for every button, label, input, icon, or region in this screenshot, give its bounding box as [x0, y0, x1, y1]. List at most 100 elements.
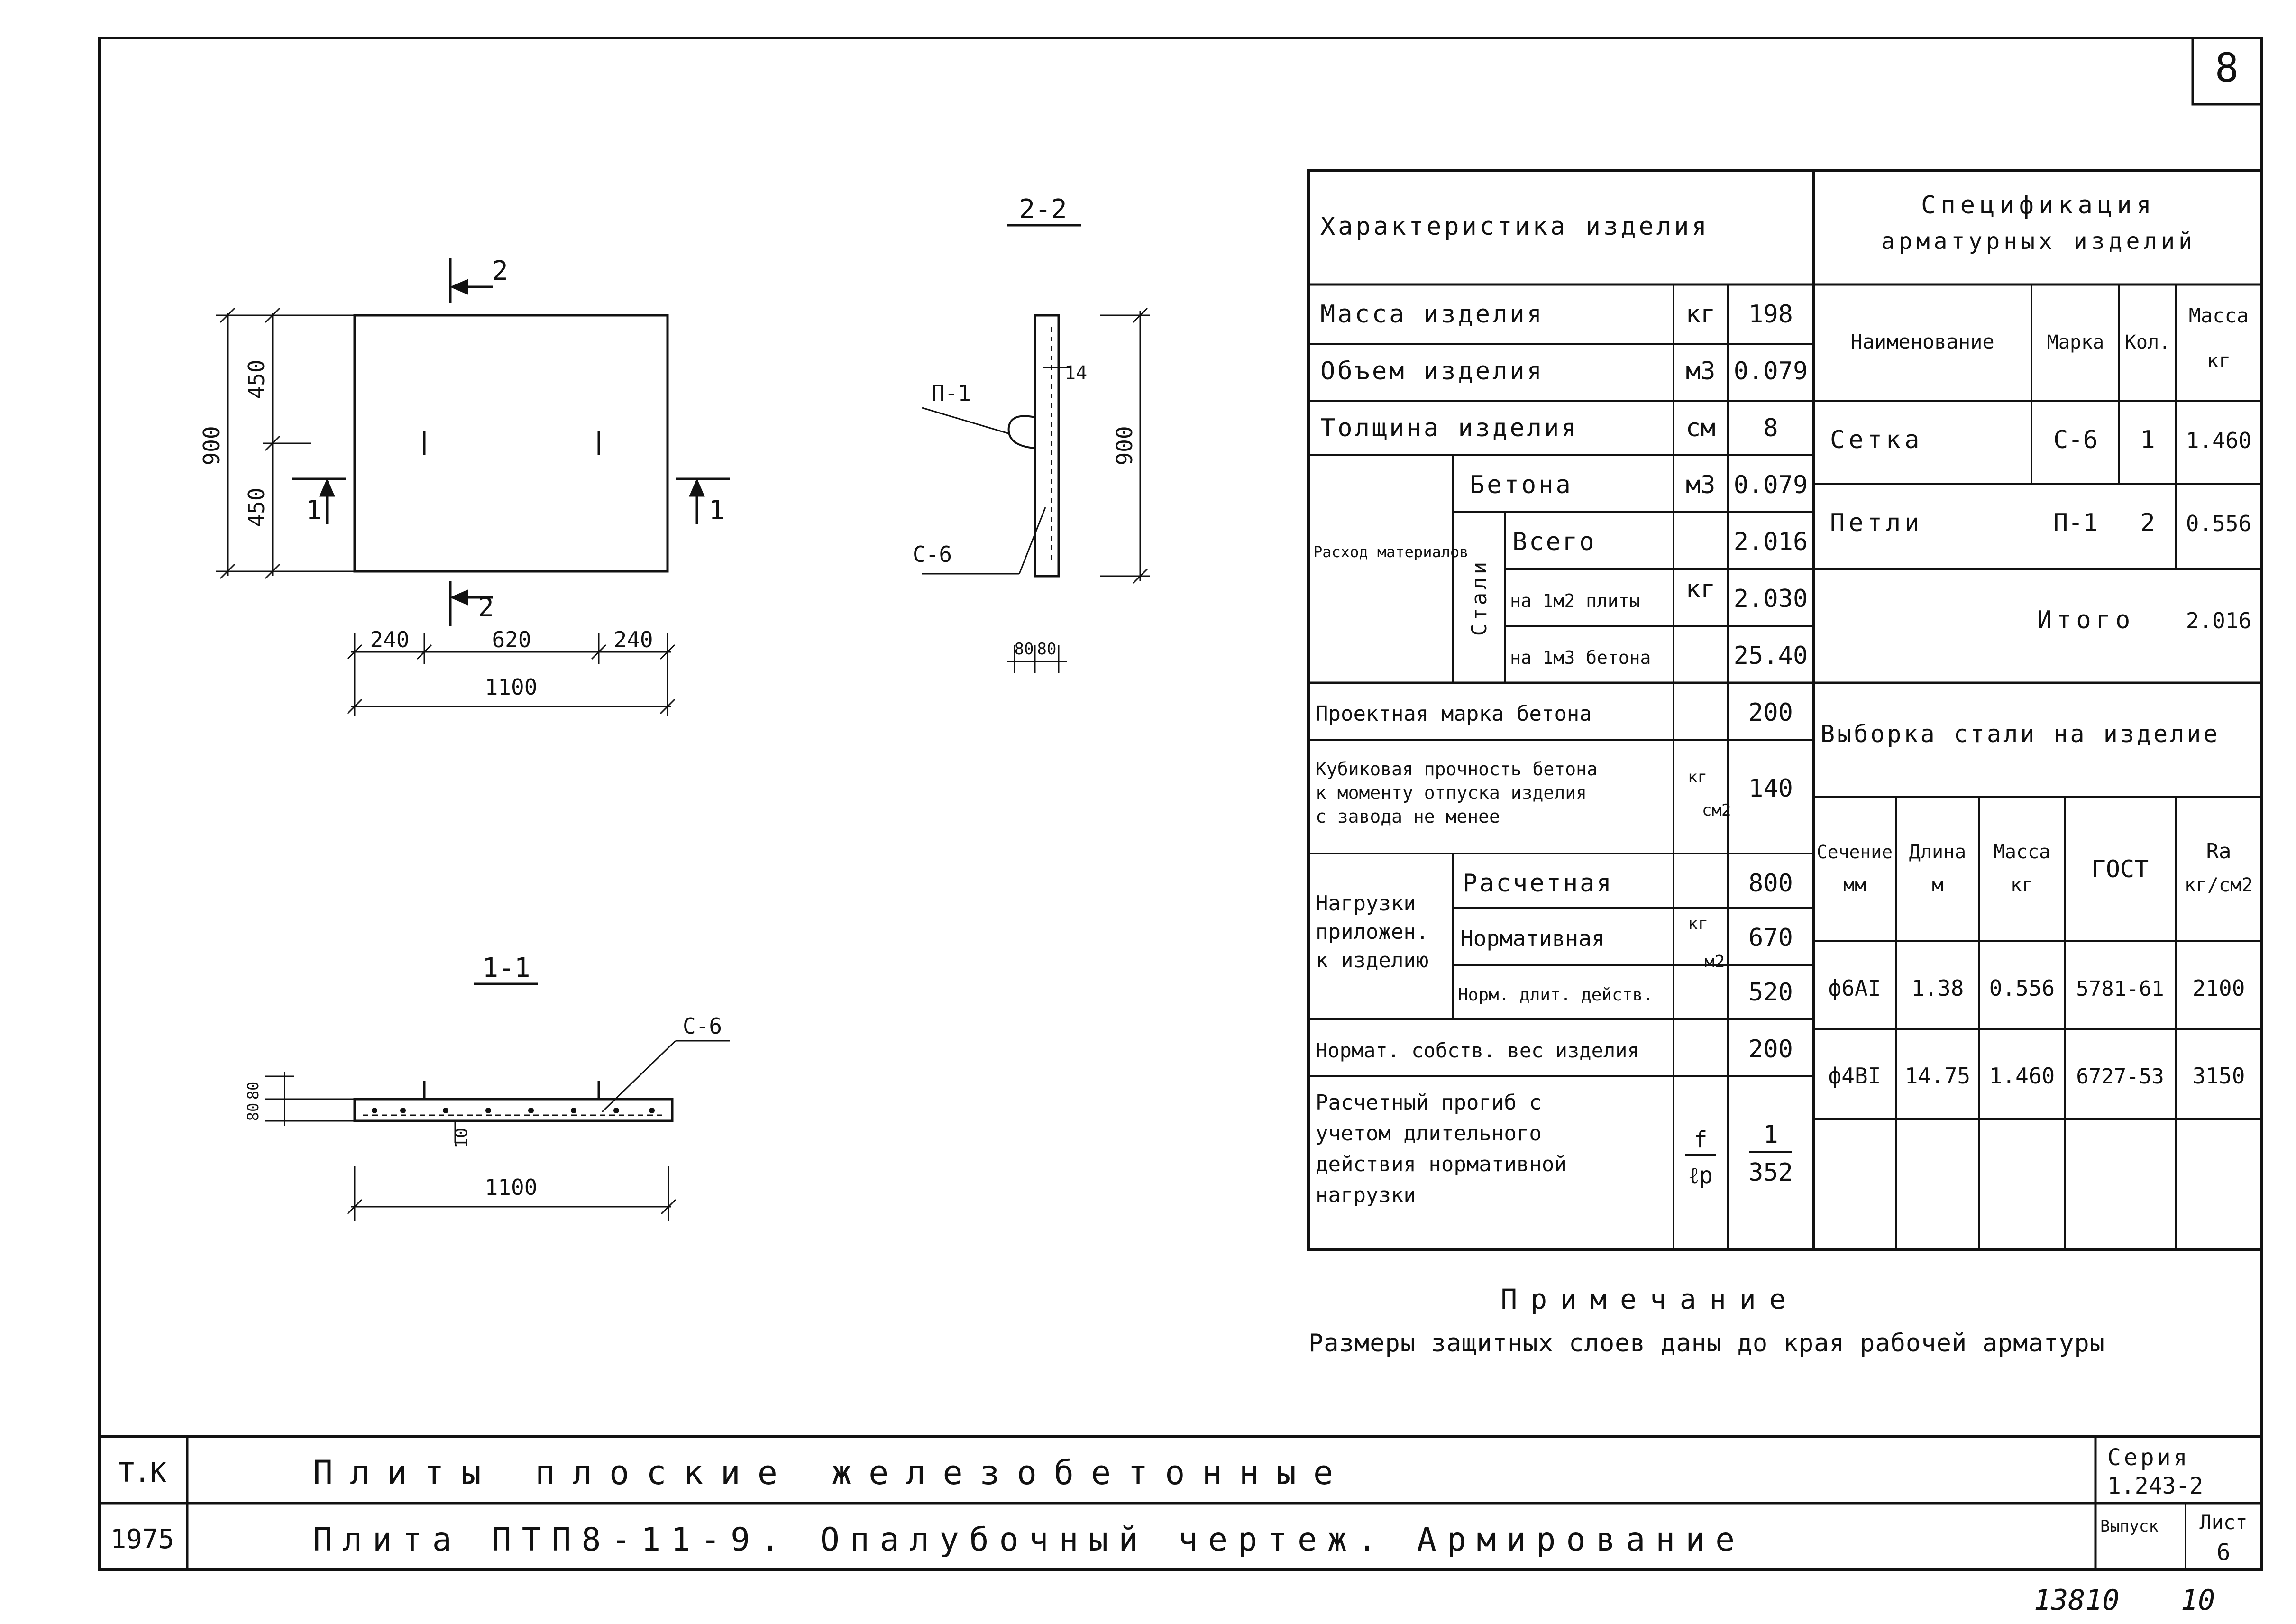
dim-lower-half: 450: [244, 487, 269, 527]
section-1-1: [265, 982, 730, 1221]
sheet-label: Лист: [2199, 1511, 2247, 1534]
steel-row1-mass: 0.556: [1989, 975, 2055, 1001]
note-title: Примечание: [1500, 1283, 1799, 1315]
series-value: 1.243-2: [2107, 1473, 2203, 1499]
dim-14: 14: [1064, 362, 1087, 384]
slab-outline: [353, 314, 669, 573]
cube-strength-unit-top: кг: [1688, 768, 1707, 787]
spec-row1-mark: С-6: [2053, 426, 2098, 454]
section-mark-right: 1: [709, 495, 725, 526]
cube-strength-unit-bottom: см2: [1702, 801, 1731, 820]
steel-per-m3-label: на 1м3 бетона: [1510, 647, 1651, 668]
section-1-1-title: 1-1: [482, 953, 530, 983]
mass-unit: кг: [1686, 300, 1716, 329]
deflection-unit-bottom: ℓр: [1688, 1162, 1713, 1189]
spec-row1-qty: 1: [2140, 426, 2155, 454]
spec-total-label: Итого: [2037, 606, 2135, 634]
volume-value: 0.079: [1734, 357, 1808, 385]
normative-load-label: Нормативная: [1460, 926, 1605, 951]
issue-label: Выпуск: [2100, 1517, 2159, 1536]
loads-unit-bottom: м2: [1704, 952, 1725, 972]
col-mass-unit: кг: [2207, 349, 2231, 372]
mesh-label: С-6: [913, 541, 952, 567]
steel-row2-gost: 6727-53: [2076, 1064, 2164, 1089]
steel-col1-line2: мм: [1843, 874, 1866, 896]
slab-edge: [1034, 314, 1060, 578]
col-name: Наименование: [1850, 330, 1994, 353]
spec-row2-mass: 0.556: [2186, 511, 2251, 536]
steel-row2-length: 14.75: [1905, 1063, 1970, 1089]
steel-per-m2-label: на 1м2 плиты: [1510, 590, 1640, 611]
dim-total-height: 900: [199, 426, 224, 465]
dim-left: 240: [370, 627, 409, 652]
deflection-line1: Расчетный прогиб с: [1316, 1091, 1542, 1115]
self-weight-value: 200: [1748, 1035, 1793, 1064]
section-2-2: [922, 224, 1150, 673]
steel-col3-line1: Масса: [1994, 841, 2050, 863]
slab-side: [353, 1098, 674, 1122]
loads-line2: приложен.: [1316, 920, 1428, 944]
section-1-1-labels: 1-1 С-6 80 80 10 1100: [244, 953, 722, 1200]
specification-text: Спецификация арматурных изделий Наименов…: [1817, 191, 2253, 1089]
spec-total-value: 2.016: [2186, 608, 2251, 633]
self-weight-label: Нормат. собств. вес изделия: [1316, 1039, 1639, 1062]
mass-label: Масса изделия: [1320, 300, 1544, 329]
title-block-text: Т.К 1975 Плиты плоские железобетонные Пл…: [110, 1444, 2248, 1566]
steel-row1-gost: 5781-61: [2076, 977, 2164, 1001]
deflection-value-top: 1: [1763, 1120, 1778, 1149]
spec-row1-name: Сетка: [1830, 426, 1923, 454]
dim-width-1-1: 1100: [485, 1174, 538, 1200]
spec-header-line1: Спецификация: [1921, 191, 2156, 220]
cube-strength-value: 140: [1748, 774, 1793, 803]
steel-selection-header: Выборка стали на изделие: [1820, 720, 2220, 748]
sheet-value: 6: [2217, 1539, 2231, 1566]
long-term-load-value: 520: [1748, 978, 1793, 1007]
steel-per-m3-value: 25.40: [1734, 642, 1808, 670]
col-mark: Марка: [2047, 331, 2104, 353]
concrete-grade-label: Проектная марка бетона: [1316, 702, 1592, 726]
volume-unit: м3: [1686, 357, 1716, 385]
concrete-grade-value: 200: [1748, 698, 1793, 727]
steel-col5-line2: кг/см2: [2185, 874, 2253, 896]
loads-line3: к изделию: [1316, 948, 1428, 973]
steel-unit: кг: [1686, 575, 1716, 604]
dim-80b-1-1: 80: [244, 1103, 262, 1121]
footer-number: 13810: [2034, 1584, 2120, 1617]
concrete-label: Бетона: [1470, 471, 1573, 499]
deflection-line2: учетом длительного: [1316, 1121, 1542, 1146]
normative-load-value: 670: [1748, 924, 1793, 952]
dim-80b: 80: [1037, 640, 1057, 659]
dim-height: 900: [1112, 426, 1137, 465]
note-text: Размеры защитных слоев даны до края рабо…: [1308, 1329, 2105, 1358]
design-load-value: 800: [1748, 869, 1793, 898]
plan-labels: 2 2 1 1 900 450 450 240 620 240 1100: [199, 256, 725, 700]
section-mark-left: 1: [306, 495, 322, 526]
steel-row1-length: 1.38: [1912, 975, 1964, 1001]
spec-row2-qty: 2: [2140, 509, 2155, 537]
loads-line1: Нагрузки: [1316, 891, 1416, 916]
title-line1: Плиты плоские железобетонные: [313, 1453, 1350, 1492]
deflection-value-bottom: 352: [1748, 1158, 1793, 1187]
cube-strength-line1: Кубиковая прочность бетона: [1316, 759, 1598, 780]
steel-row2-section: ф4ВI: [1829, 1063, 1881, 1089]
deflection-line4: нагрузки: [1316, 1183, 1416, 1207]
page-number: 8: [2215, 45, 2239, 91]
year: 1975: [110, 1524, 174, 1555]
dim-80a-1-1: 80: [244, 1082, 262, 1100]
steel-total-value: 2.016: [1734, 528, 1808, 556]
dim-80a: 80: [1015, 640, 1034, 659]
spec-row1-mass: 1.460: [2186, 428, 2251, 453]
dim-total-width: 1100: [485, 674, 538, 700]
page-number-box: [2191, 37, 2263, 106]
deflection-unit-top: f: [1694, 1127, 1708, 1153]
title-line2: Плита ПТП8-11-9. Опалубочный чертеж. Арм…: [313, 1521, 1745, 1559]
section-mark-top: 2: [492, 256, 508, 286]
deflection-line3: действия нормативной: [1316, 1152, 1567, 1176]
steel-col5-line1: Ra: [2206, 839, 2232, 863]
volume-label: Объем изделия: [1320, 357, 1544, 385]
section-1-1-bars: [372, 1108, 655, 1113]
dim-10: 10: [452, 1128, 471, 1148]
loads-unit-top: кг: [1688, 914, 1708, 934]
steel-col1-line1: Сечение: [1817, 842, 1893, 862]
